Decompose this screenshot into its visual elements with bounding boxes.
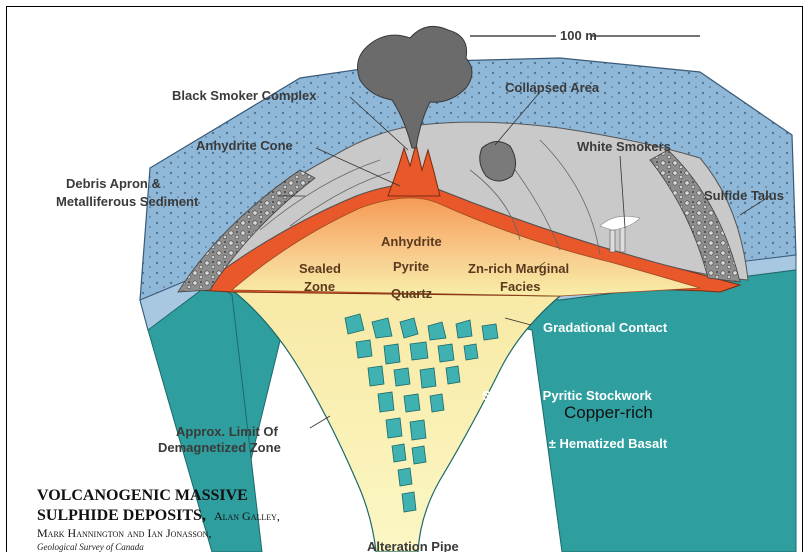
label-white-smokers: White Smokers <box>577 139 671 154</box>
label-copper-rich: Copper-rich <box>564 403 653 422</box>
label-debris-apron-1: Debris Apron & <box>66 176 161 191</box>
label-pyrite: Pyrite <box>393 259 429 274</box>
collapsed-area <box>480 141 516 181</box>
label-approx-limit-2: Demagnetized Zone <box>158 440 281 455</box>
scale-bar-label: 100 m <box>560 28 597 43</box>
label-silicified: Silicified, Pyritic Stockwork <box>482 388 653 403</box>
label-sulfide-talus: Sulfide Talus <box>704 188 784 203</box>
label-quartz: Quartz <box>391 286 433 301</box>
credit-title-line2: SULPHIDE DEPOSITS, Alan Galley, <box>37 507 280 524</box>
label-sealed-1: Sealed <box>299 261 341 276</box>
credit-title-2: SULPHIDE DEPOSITS, <box>37 507 206 524</box>
credit-title-1: VOLCANOGENIC MASSIVE <box>37 487 248 504</box>
label-collapsed-area: Collapsed Area <box>505 80 600 95</box>
label-zn-rich-1: Zn-rich Marginal <box>468 261 569 276</box>
credit-authors-2: Mark Hannington and Ian Jonasson, <box>37 526 211 540</box>
label-zn-rich-2: Facies <box>500 279 540 294</box>
credit-authors-1: Alan Galley, <box>214 509 280 523</box>
label-debris-apron-2: Metalliferous Sediment <box>56 194 199 209</box>
label-black-smoker-complex: Black Smoker Complex <box>172 88 317 103</box>
credit-affiliation: Geological Survey of Canada <box>37 542 144 552</box>
label-anhydrite-cone: Anhydrite Cone <box>196 138 293 153</box>
label-gradational-contact: Gradational Contact <box>543 320 668 335</box>
label-alteration-pipe: Alteration Pipe <box>367 539 459 552</box>
label-sealed-2: Zone <box>304 279 335 294</box>
label-anhydrite: Anhydrite <box>381 234 442 249</box>
label-approx-limit-1: Approx. Limit Of <box>176 424 279 439</box>
label-chloritized: Chloritized ± Hematized Basalt <box>478 436 668 451</box>
